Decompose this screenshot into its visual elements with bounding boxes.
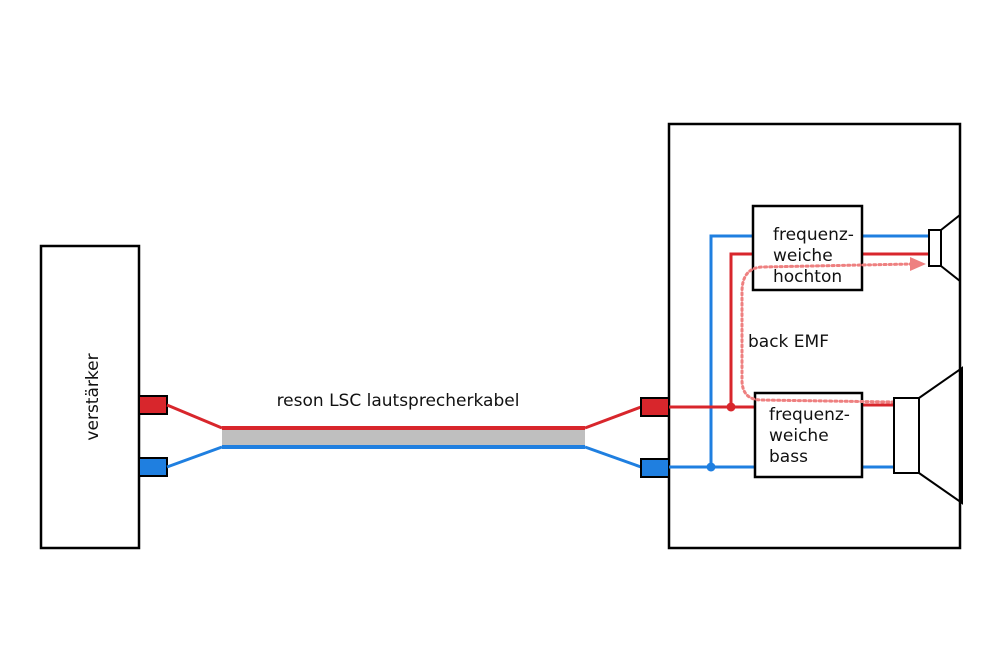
crossover-tweeter-line-3: hochton (773, 267, 842, 287)
woofer-cone (918, 366, 963, 505)
crossover-tweeter-line-1: frequenz- (773, 225, 854, 245)
cable-negative-wire-left (166, 445, 223, 469)
cable-negative-wire-right (584, 445, 642, 469)
crossover-bass-box (753, 391, 864, 479)
cable-label: reson LSC lautsprecherkabel (277, 391, 520, 411)
amp-positive-terminal (138, 395, 168, 415)
amp-negative-terminal (138, 457, 168, 477)
internal-negative-wire-tweeter (709, 234, 753, 467)
back-emf-arrowhead (910, 257, 926, 271)
internal-positive-wire-tweeter (729, 252, 753, 407)
crossover-bass-label: frequenz- weiche bass (769, 405, 855, 467)
back-emf-path (740, 262, 914, 404)
cable-positive-wire-right (584, 405, 642, 430)
crossover-tweeter-label: frequenz- weiche hochton (773, 225, 859, 287)
negative-junction-dot (706, 462, 716, 472)
tweeter-magnet (928, 229, 942, 267)
amplifier-box (39, 244, 141, 550)
crossover-bass-line-1: frequenz- (769, 405, 850, 425)
speaker-positive-terminal (640, 397, 670, 417)
cable-positive-core (222, 426, 585, 430)
crossover-bass-line-2: weiche (769, 426, 829, 446)
positive-junction-dot (726, 402, 736, 412)
crossover-bass-line-3: bass (769, 447, 808, 467)
speaker-negative-terminal (640, 458, 670, 478)
cable-negative-core (222, 445, 585, 449)
cable-sheath (222, 428, 585, 447)
amplifier-label: verstärker (83, 353, 103, 440)
woofer-magnet (893, 397, 920, 474)
back-emf-label: back EMF (748, 332, 829, 352)
crossover-tweeter-box (751, 204, 864, 292)
cable-positive-wire-left (166, 403, 223, 430)
crossover-tweeter-line-2: weiche (773, 246, 833, 266)
tweeter-cone (940, 212, 961, 284)
